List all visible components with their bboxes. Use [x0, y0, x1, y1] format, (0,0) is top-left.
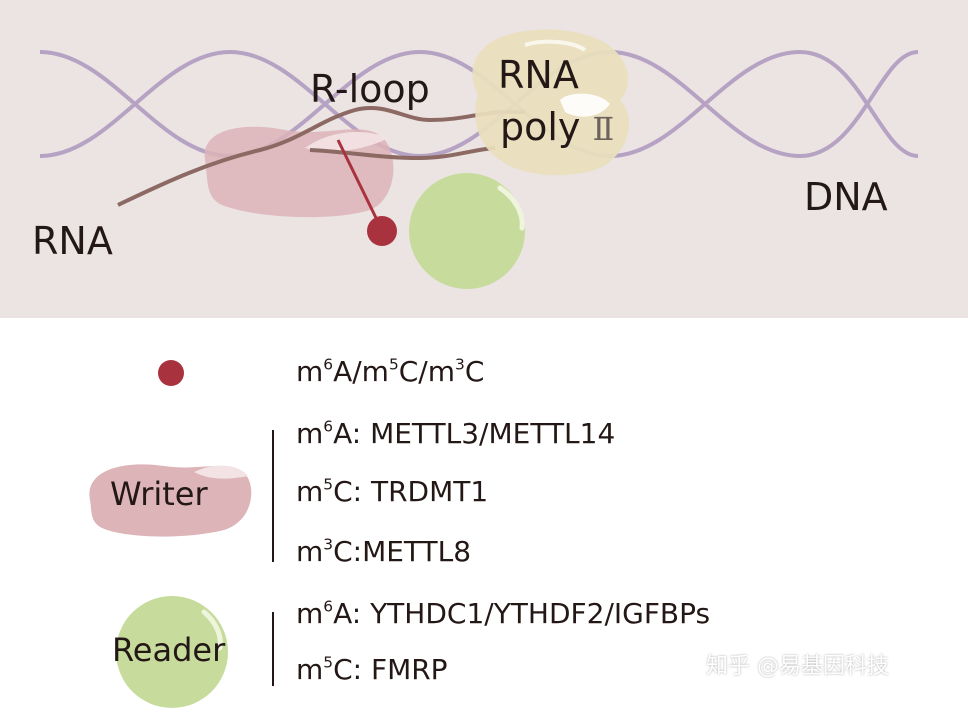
rna-poly-word: poly [500, 105, 581, 149]
rna-poly-roman: Ⅱ [592, 110, 615, 148]
reader-protein-diagram [409, 173, 525, 289]
rna-strand [117, 105, 526, 207]
watermark: 知乎 @易基因科技 [706, 654, 889, 679]
writer-protein [204, 126, 394, 218]
writer-item: m6A: METTL3/METTL14 [296, 417, 616, 450]
writer-item: m5C: TRDMT1 [296, 475, 489, 508]
writer-bracket [272, 430, 274, 562]
modification-dot-diagram [367, 216, 397, 246]
rna-polymerase-ii [472, 29, 630, 176]
rloop-label: R-loop [310, 67, 430, 111]
rna-poly-label-line1: RNA [498, 53, 579, 97]
modification-dot-legend [158, 360, 184, 386]
reader-label: Reader [112, 631, 226, 669]
modification-stalk [336, 139, 380, 223]
writer-label: Writer [110, 475, 208, 513]
rloop-diagram: R-loop RNA poly Ⅱ DNA RNA [0, 0, 968, 318]
rna-label: RNA [32, 219, 113, 263]
reader-bracket [272, 612, 274, 686]
reader-item: m5C: FMRP [296, 653, 448, 686]
rna-strand-in-loop [309, 146, 496, 161]
modification-types: m6A/m5C/m3C [296, 355, 485, 388]
writer-item: m3C:METTL8 [296, 535, 472, 568]
rna-poly-label-line2: poly Ⅱ [500, 108, 614, 146]
reader-legend-shape [116, 596, 228, 708]
diagram-graphic [39, 29, 919, 289]
reader-item: m6A: YTHDC1/YTHDF2/IGFBPs [296, 597, 711, 630]
dna-label: DNA [804, 175, 888, 219]
writer-legend-shape [89, 464, 252, 537]
